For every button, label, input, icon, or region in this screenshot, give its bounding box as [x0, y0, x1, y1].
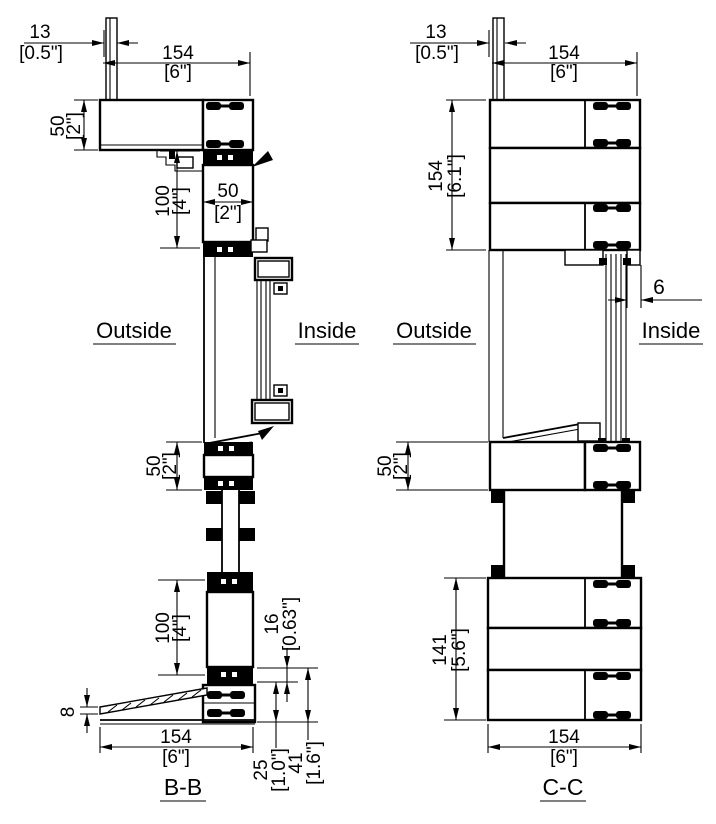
bb-dim-25-inch: [1.0"] — [269, 748, 290, 792]
cc-dim-13-mm: 13 — [425, 22, 446, 43]
cc-dim-154-top-inch: [6"] — [550, 62, 578, 83]
cc-glass-unit — [605, 254, 627, 446]
cc-outside-label: Outside — [396, 318, 472, 343]
cc-lower-stack — [486, 576, 643, 722]
bb-dim-41-mm: 41 — [286, 752, 307, 773]
cc-dim-13: 13 [0.5"] — [410, 22, 526, 64]
bb-dim-154-bottom-inch: [6"] — [162, 747, 190, 768]
bb-vent-frame-faces — [203, 257, 216, 443]
cc-dim-154-head-inch: [6.1"] — [445, 154, 466, 198]
bb-vent-sash — [250, 227, 294, 425]
cc-dim-50-transom-inch: [2"] — [391, 452, 412, 480]
bb-dim-41-inch: [1.6"] — [304, 741, 325, 785]
cc-dim-154-bottom: 154 [6"] — [487, 724, 642, 768]
bb-dim-13: 13 [0.5"] — [19, 22, 138, 64]
cc-dim-141: 141 [5.6"] — [430, 577, 486, 721]
section-bb-title: B-B — [164, 774, 202, 800]
bb-dim-100-mullion: 100 [4"] — [153, 150, 200, 249]
bb-dim-50-mullion: 50 [2"] — [203, 181, 253, 224]
bb-lower-frame — [205, 572, 255, 685]
orientation-labels: Outside Inside Outside Inside — [93, 318, 703, 345]
bb-head-joint-arrow — [252, 151, 273, 167]
cc-head-stack — [488, 98, 642, 252]
bb-dim-154-bottom-mm: 154 — [160, 727, 192, 748]
bb-dim-13-inch: [0.5"] — [19, 43, 63, 64]
bb-dim-25-mm: 25 — [251, 759, 272, 780]
cc-inside-label: Inside — [642, 318, 701, 343]
bb-dim-100-mullion-mm: 100 — [153, 185, 174, 217]
cc-dim-154-bottom-inch: [6"] — [550, 747, 578, 768]
cc-transom-profile — [488, 422, 642, 492]
bb-dim-50-mullion-inch: [2"] — [214, 203, 242, 224]
bb-sill-profile — [201, 683, 257, 724]
bb-outside-label: Outside — [96, 318, 172, 343]
cc-dim-154-bottom-mm: 154 — [548, 727, 580, 748]
bb-inside-label: Inside — [298, 318, 357, 343]
bb-dim-16-25-41: 16 [0.63"] 25 [1.0"] 41 [1.6"] — [251, 597, 325, 792]
bb-dim-50-transom-inch: [2"] — [160, 452, 181, 480]
bb-dim-154-bottom: 154 [6"] — [99, 727, 254, 768]
bb-dim-154-top-inch: [6"] — [164, 62, 192, 83]
cc-dim-154-head-mm: 154 — [426, 160, 447, 192]
bb-dim-100-mullion-inch: [4"] — [170, 187, 191, 215]
cc-dim-6-mm: 6 — [653, 276, 665, 299]
bb-glass-unit — [256, 280, 271, 400]
cc-dim-50-transom: 50 [2"] — [375, 441, 488, 491]
cc-dim-141-mm: 141 — [430, 634, 451, 666]
bb-transom-profile — [202, 426, 274, 490]
section-bb-dimensions: 13 [0.5"] 154 [6"] 50 [2"] 50 [2"] 100 [… — [19, 22, 325, 792]
section-titles: B-B C-C — [160, 774, 586, 802]
cc-spigot-box — [491, 490, 635, 578]
bb-dim-100-lower: 100 [4"] — [153, 579, 205, 676]
bb-dim-100-lower-mm: 100 — [153, 612, 174, 644]
cc-dim-154-top: 154 [6"] — [492, 43, 638, 96]
bb-dim-50-transom: 50 [2"] — [144, 441, 202, 491]
bb-dim-8: 8 — [58, 688, 98, 733]
bb-dim-13-mm: 13 — [29, 22, 50, 43]
cc-dim-6: 6 — [608, 253, 702, 308]
cc-anchor-fin — [492, 17, 505, 101]
bb-dim-50-head-inch: [2"] — [64, 112, 85, 140]
bb-anchor-fin — [105, 17, 118, 101]
bb-dim-50-head-mm: 50 — [48, 115, 69, 136]
bb-sill-flashing — [99, 687, 255, 725]
bb-dim-50-mullion-mm: 50 — [217, 181, 238, 202]
cc-dim-141-inch: [5.6"] — [449, 628, 470, 672]
section-cc-title: C-C — [543, 774, 584, 800]
cc-dim-13-inch: [0.5"] — [415, 43, 459, 64]
bb-dim-154-top: 154 [6"] — [103, 43, 251, 96]
cc-dim-154-top-mm: 154 — [548, 43, 580, 64]
bb-dim-8-mm: 8 — [58, 707, 79, 718]
bb-dim-50-transom-mm: 50 — [144, 455, 165, 476]
section-cc-dimensions: 13 [0.5"] 154 [6"] 154 [6.1"] 6 50 — [375, 22, 702, 768]
section-cc-profiles — [486, 17, 643, 722]
bb-dim-154-top-mm: 154 — [162, 43, 194, 64]
bb-dim-50-head: 50 [2"] — [48, 99, 98, 151]
section-bb-profiles — [98, 17, 294, 725]
bb-dim-100-lower-inch: [4"] — [170, 614, 191, 642]
bb-head-profile — [98, 98, 255, 172]
bb-dim-16-inch: [0.63"] — [280, 597, 301, 651]
cc-dim-154-head-height: 154 [6.1"] — [426, 99, 486, 251]
bb-connector-stem — [206, 490, 255, 572]
cc-panel-faces — [488, 250, 504, 442]
cc-dim-50-transom-mm: 50 — [375, 455, 396, 476]
cc-glass-head-rail — [564, 249, 641, 266]
bb-dim-16-mm: 16 — [262, 613, 283, 634]
